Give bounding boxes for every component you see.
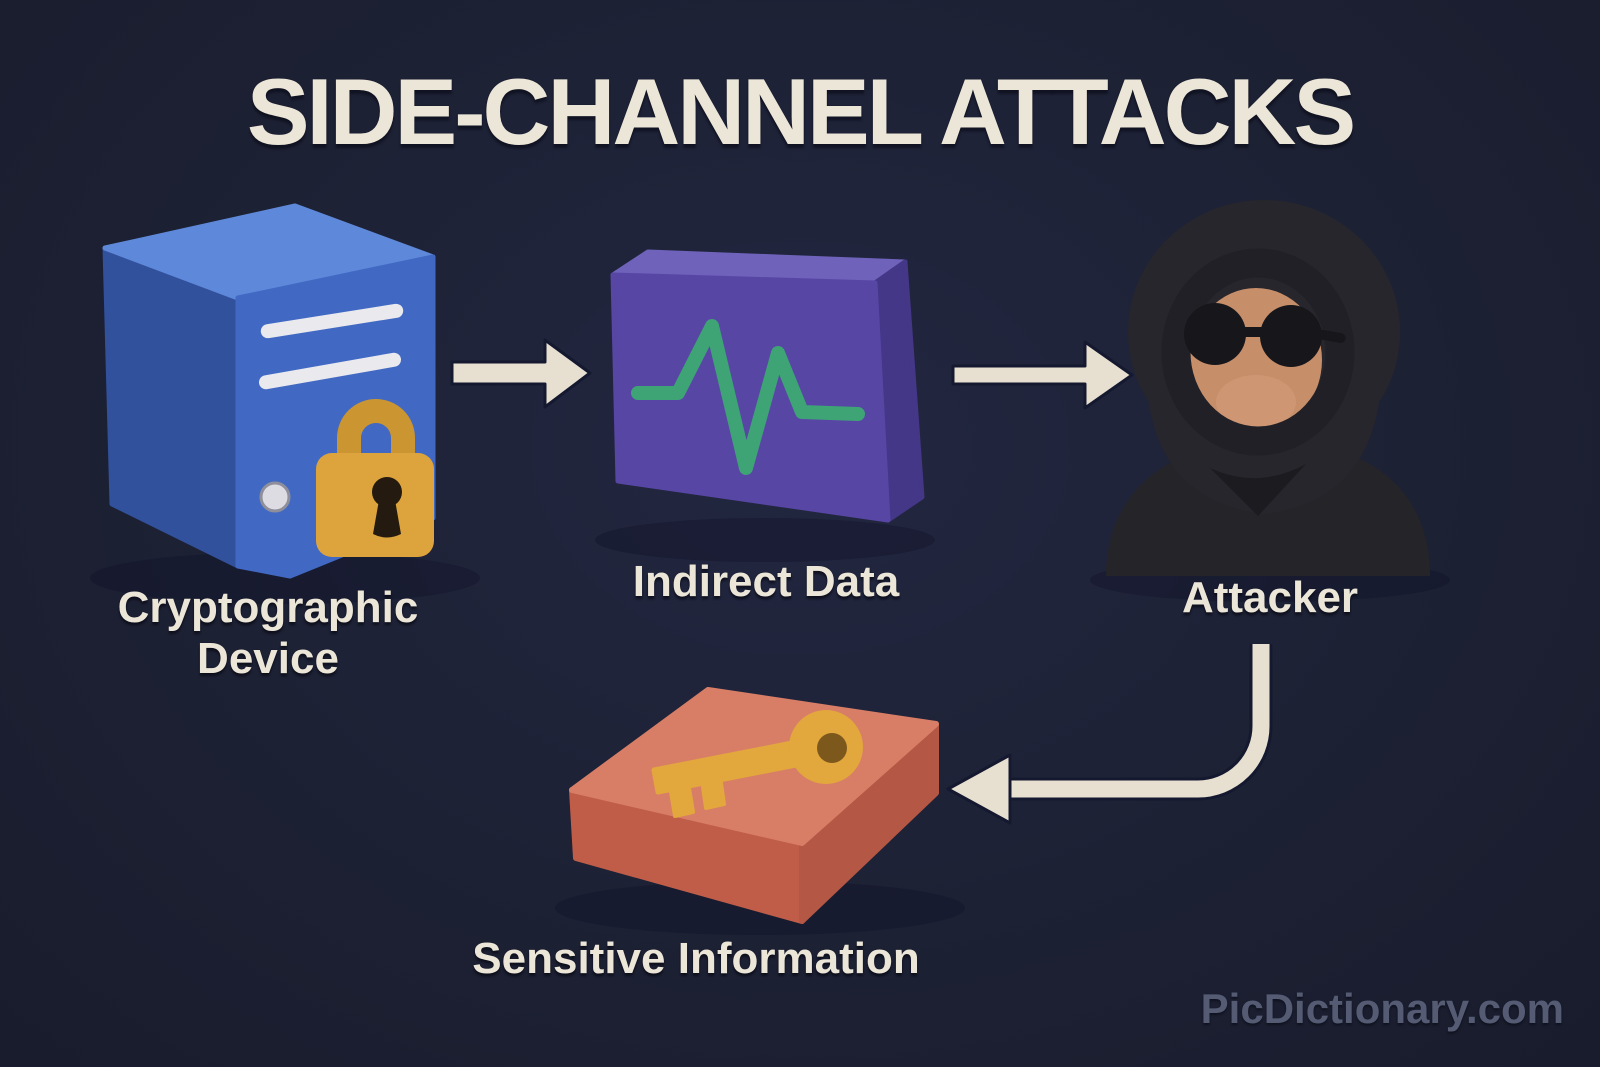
arrow-attacker-to-sensitive-icon bbox=[946, 644, 1273, 825]
keyhole-slot bbox=[373, 500, 401, 538]
keyhole-circle bbox=[372, 477, 402, 507]
key-tooth-1 bbox=[668, 780, 695, 818]
key-tooth-2 bbox=[700, 774, 726, 810]
neck-shadow bbox=[1210, 464, 1306, 516]
curved-arrow-shaft bbox=[1010, 644, 1270, 798]
sunglasses-icon bbox=[1184, 303, 1346, 367]
ground-shadows bbox=[90, 518, 1450, 935]
padlock-icon bbox=[316, 399, 434, 557]
flow-arrows bbox=[450, 338, 1273, 825]
pulse-waveform-icon bbox=[631, 319, 865, 475]
data-box-shadow bbox=[595, 518, 935, 562]
label-sensitive-information: Sensitive Information bbox=[472, 934, 920, 983]
data-box-front-face bbox=[610, 272, 891, 523]
vent-slot-bottom bbox=[258, 352, 402, 390]
cube-left-face bbox=[102, 245, 241, 569]
curved-arrow-head bbox=[946, 753, 1012, 825]
curved-arrow-outline bbox=[1010, 644, 1273, 801]
server-vent-slots bbox=[258, 303, 404, 390]
arrow-device-to-data-icon bbox=[450, 338, 592, 409]
sensitive-information-icon bbox=[569, 687, 939, 924]
attacker-icon bbox=[1106, 200, 1430, 576]
glasses-bridge bbox=[1240, 327, 1268, 337]
padlock-body bbox=[316, 453, 434, 557]
indirect-data-icon bbox=[610, 249, 925, 523]
right-lens bbox=[1260, 305, 1322, 367]
key-head-hole bbox=[817, 733, 847, 763]
page-title: SIDE-CHANNEL ATTACKS bbox=[246, 59, 1356, 164]
device-shadow bbox=[90, 552, 480, 604]
left-lens bbox=[1184, 303, 1246, 365]
label-indirect-data: Indirect Data bbox=[632, 557, 900, 606]
padlock-shackle bbox=[337, 399, 415, 468]
glasses-temple bbox=[1317, 329, 1346, 343]
vent-slot-top bbox=[260, 303, 404, 339]
label-cryptographic-device: Cryptographic Device bbox=[117, 583, 419, 684]
hood-rim bbox=[1161, 248, 1355, 456]
chin-highlight bbox=[1216, 375, 1296, 429]
watermark: PicDictionary.com bbox=[1200, 985, 1564, 1032]
cryptographic-device-icon bbox=[102, 203, 436, 579]
power-button-icon bbox=[259, 481, 291, 513]
label-attacker: Attacker bbox=[1181, 573, 1359, 622]
key-icon bbox=[651, 710, 863, 818]
arrow-data-to-attacker-icon bbox=[951, 340, 1134, 410]
